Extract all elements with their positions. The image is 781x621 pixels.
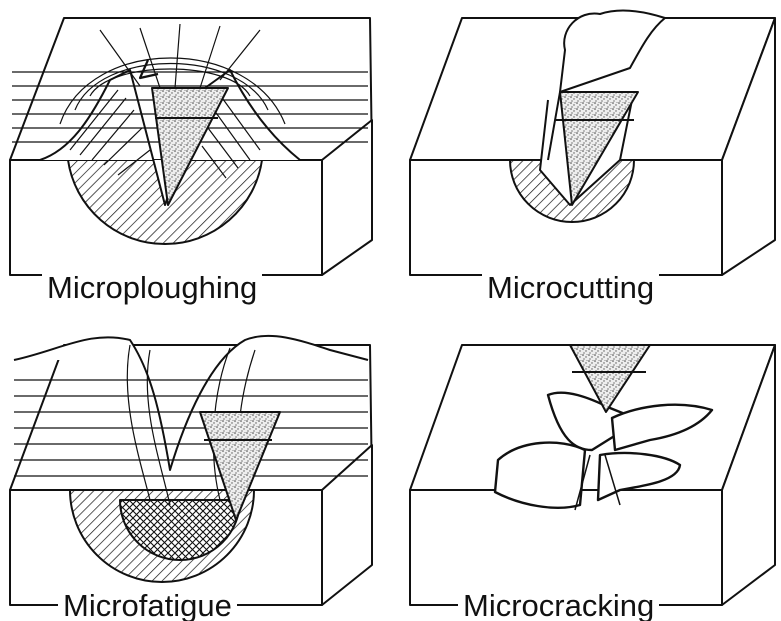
panel-microfatigue xyxy=(10,336,372,605)
panel-microploughing xyxy=(10,18,372,275)
panel-microcutting xyxy=(410,11,775,275)
label-microfatigue: Microfatigue xyxy=(58,588,237,621)
panel-microcracking xyxy=(410,345,775,605)
crack-flake-lower-left xyxy=(495,443,585,508)
label-microploughing: Microploughing xyxy=(42,270,262,306)
label-microcracking: Microcracking xyxy=(458,588,659,621)
label-microcutting: Microcutting xyxy=(482,270,659,306)
